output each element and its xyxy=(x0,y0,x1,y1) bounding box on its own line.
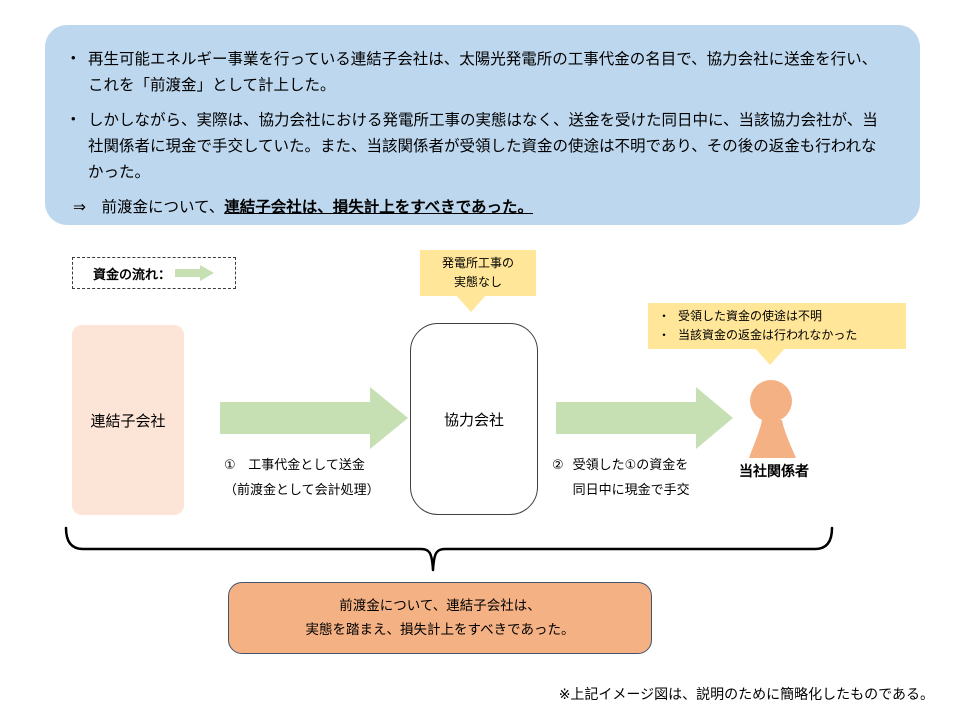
construction-callout-line1: 発電所工事の xyxy=(441,256,514,271)
subsidiary-label: 連結子会社 xyxy=(90,412,166,430)
summary-bullet-2-text: しかしながら、実際は、協力会社における発電所工事の実態はなく、送金を受けた同日中… xyxy=(88,112,878,182)
flow-step-1-text: 工事代金として送金 xyxy=(248,457,365,472)
conclusion-box: 前渡金について、連結子会社は、 実態を踏まえ、損失計上をすべきであった。 xyxy=(228,582,652,654)
flow-step-2-number: ② xyxy=(552,457,564,472)
flow-step-2-line2: 同日中に現金で手交 xyxy=(572,482,690,497)
summary-brace-icon xyxy=(64,526,834,572)
insider-person-icon xyxy=(749,380,796,458)
bullet-icon: ・ xyxy=(658,309,671,324)
green-arrow-icon xyxy=(175,265,214,281)
flow-step-1-number: ① xyxy=(224,457,236,472)
conclusion-line2: 実態を踏まえ、損失計上をすべきであった。 xyxy=(305,622,575,637)
summary-bullet-1: • 再生可能エネルギー事業を行っている連結子会社は、太陽光発電所の工事代金の名目… xyxy=(69,47,890,99)
construction-callout-line2: 実態なし xyxy=(453,275,502,289)
callout-pointer-icon xyxy=(754,347,786,365)
bullet-icon: • xyxy=(71,50,76,65)
flow-step-1-label: ① 工事代金として送金 （前渡金として会計処理） xyxy=(224,452,429,502)
insider-label: 当社関係者 xyxy=(739,463,809,479)
fund-flow-legend: 資金の流れ： xyxy=(72,257,236,289)
flow-step-1-note: （前渡金として会計処理） xyxy=(224,482,380,497)
bullet-icon: • xyxy=(71,111,76,127)
partner-label: 協力会社 xyxy=(443,411,504,429)
callout-pointer-icon xyxy=(455,294,487,312)
summary-bullet-1-text: 再生可能エネルギー事業を行っている連結子会社は、太陽光発電所の工事代金の名目で、… xyxy=(88,51,878,95)
construction-callout: 発電所工事の 実態なし xyxy=(420,250,536,296)
partner-box: 協力会社 xyxy=(410,323,538,515)
legend-label: 資金の流れ： xyxy=(92,266,171,282)
conclusion-line1: 前渡金について、連結子会社は、 xyxy=(339,597,541,613)
usage-callout-item-1: 受領した資金の使途は不明 xyxy=(678,309,823,324)
summary-conclusion-emphasis: 連結子会社は、損失計上をすべきであった。 xyxy=(224,199,534,217)
summary-panel: • 再生可能エネルギー事業を行っている連結子会社は、太陽光発電所の工事代金の名目… xyxy=(45,25,920,225)
flow-arrow-1-icon xyxy=(220,387,408,449)
flow-step-2-label: ② 受領した①の資金を 同日中に現金で手交 xyxy=(552,452,752,502)
usage-callout: ・ 受領した資金の使途は不明 ・ 当該資金の返金は行われなかった xyxy=(648,303,906,349)
summary-bullet-2: • しかしながら、実際は、協力会社における発電所工事の実態はなく、送金を受けた同… xyxy=(69,108,890,186)
flow-step-2-line1: 受領した①の資金を xyxy=(572,457,689,472)
flow-arrow-2-icon xyxy=(556,387,733,449)
bullet-icon: ・ xyxy=(658,328,671,342)
footnote: ※上記イメージ図は、説明のために簡略化したものである。 xyxy=(558,686,934,702)
summary-conclusion-prefix: ⇒ 前渡金について、 xyxy=(73,199,225,217)
summary-conclusion: ⇒ 前渡金について、連結子会社は、損失計上をすべきであった。 xyxy=(69,195,890,221)
subsidiary-box: 連結子会社 xyxy=(72,325,184,515)
usage-callout-item-2: 当該資金の返金は行われなかった xyxy=(678,328,858,342)
